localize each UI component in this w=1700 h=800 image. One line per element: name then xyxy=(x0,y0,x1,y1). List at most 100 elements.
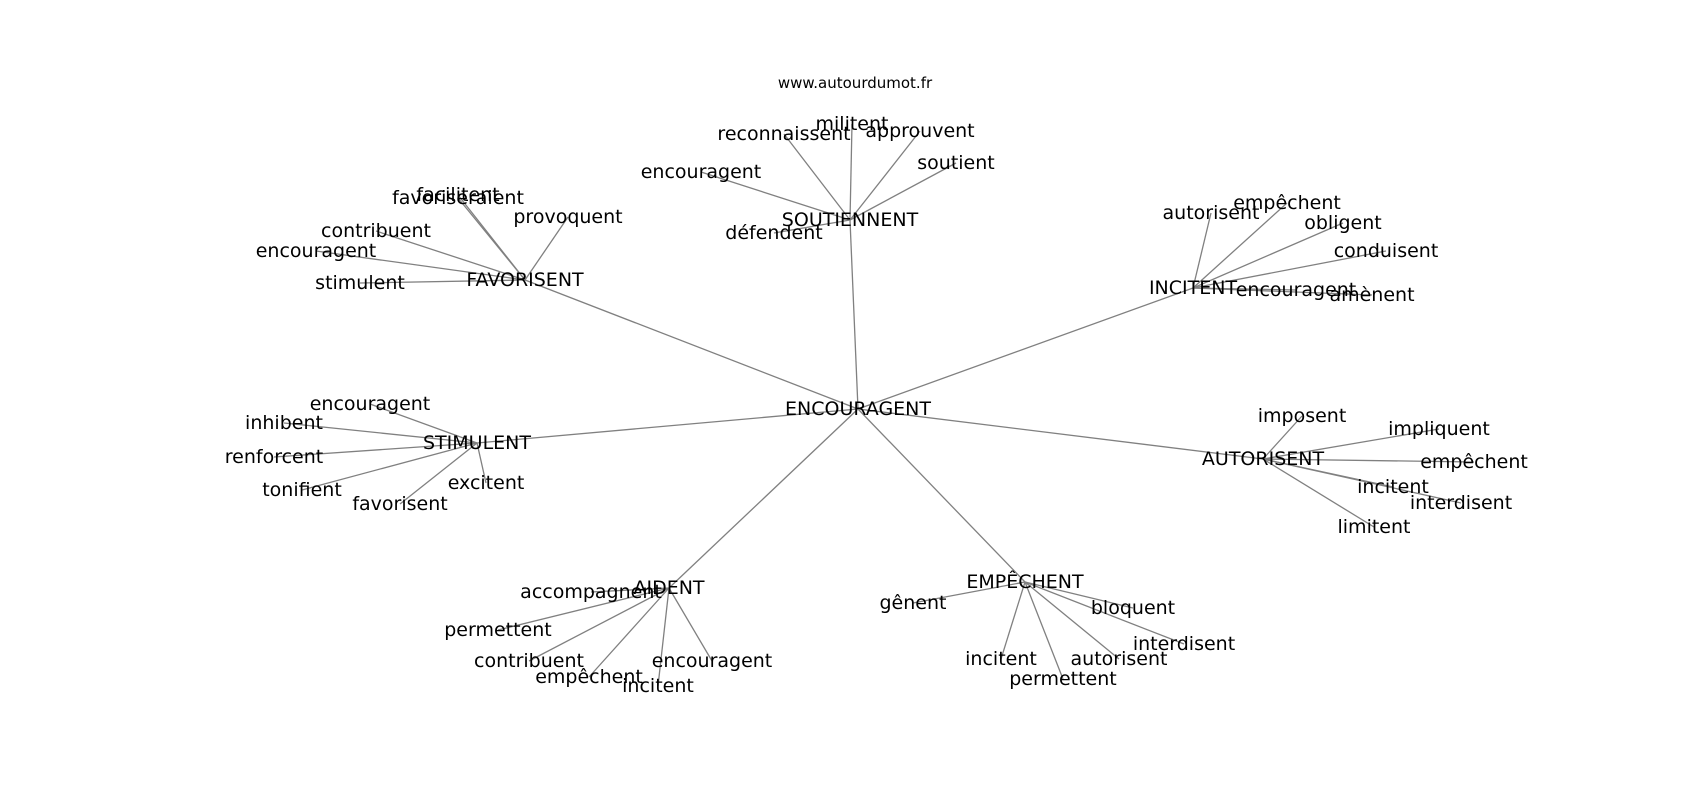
edge-favorisent-1 xyxy=(457,194,526,281)
edge-soutiennent-1 xyxy=(849,123,853,221)
edge-stimulent-5 xyxy=(476,442,487,484)
leaf-node-stimulent[interactable]: favorisent xyxy=(352,493,447,515)
leaf-node-aident[interactable]: encouragent xyxy=(652,650,773,672)
edge-aident-2 xyxy=(528,587,670,662)
edge-autorisent-1 xyxy=(1262,428,1440,460)
leaf-node-autorisent[interactable]: empêchent xyxy=(1420,451,1528,473)
site-url[interactable]: www.autourdumot.fr xyxy=(778,74,933,92)
edge-incitent-1 xyxy=(1192,202,1288,289)
edge-stimulent-1 xyxy=(283,422,478,444)
leaf-node-empechent[interactable]: bloquent xyxy=(1091,597,1175,619)
hub-node-empechent[interactable]: EMPÊCHENT xyxy=(966,570,1084,593)
edge-incitent-2 xyxy=(1192,222,1344,289)
leaf-node-autorisent[interactable]: limitent xyxy=(1338,516,1411,538)
edge-aident-3 xyxy=(588,587,670,678)
leaf-node-favorisent[interactable]: favoriseraient xyxy=(392,187,524,209)
leaf-node-incitent[interactable]: encouragent xyxy=(1236,279,1357,301)
hub-node-favorisent[interactable]: FAVORISENT xyxy=(466,269,584,291)
edge-stimulent-2 xyxy=(273,442,478,458)
leaf-node-incitent[interactable]: empêchent xyxy=(1233,192,1341,214)
edge-autorisent-4 xyxy=(1262,458,1462,504)
leaf-node-aident[interactable]: permettent xyxy=(444,619,552,641)
leaf-node-stimulent[interactable]: excitent xyxy=(448,472,525,494)
leaf-node-favorisent[interactable]: facilitent xyxy=(416,184,499,206)
leaf-node-favorisent[interactable]: contribuent xyxy=(321,220,431,242)
edge-center-favorisent xyxy=(524,279,859,410)
edge-favorisent-3 xyxy=(375,230,526,281)
edge-stimulent-4 xyxy=(399,442,478,505)
graph-labels: ENCOURAGENT FAVORISENT favoriseraientfacil… xyxy=(225,113,1528,697)
edge-autorisent-5 xyxy=(1262,458,1375,528)
leaf-node-autorisent[interactable]: interdisent xyxy=(1410,492,1512,514)
leaf-node-soutiennent[interactable]: approuvent xyxy=(865,120,974,142)
edge-soutiennent-2 xyxy=(849,130,921,221)
hub-node-incitent[interactable]: INCITENT xyxy=(1149,277,1238,299)
edge-empechent-3 xyxy=(1024,581,1120,660)
hub-node-autorisent[interactable]: AUTORISENT xyxy=(1202,448,1325,470)
edge-center-empechent xyxy=(857,408,1026,583)
leaf-node-autorisent[interactable]: impliquent xyxy=(1388,418,1490,440)
leaf-node-aident[interactable]: accompagnent xyxy=(520,581,662,603)
edge-center-incitent xyxy=(857,287,1194,410)
edge-empechent-0 xyxy=(912,581,1026,604)
edge-autorisent-0 xyxy=(1262,415,1303,460)
edge-center-stimulent xyxy=(476,408,859,444)
edge-aident-5 xyxy=(668,587,713,662)
leaf-node-stimulent[interactable]: tonifient xyxy=(262,479,342,501)
edge-incitent-3 xyxy=(1192,250,1387,289)
edge-empechent-1 xyxy=(1024,581,1134,609)
hub-node-stimulent[interactable]: STIMULENT xyxy=(423,432,531,454)
edge-soutiennent-4 xyxy=(700,171,851,221)
leaf-node-soutiennent[interactable]: militent xyxy=(816,113,889,135)
leaf-node-incitent[interactable]: autorisent xyxy=(1163,202,1260,224)
leaf-node-empechent[interactable]: permettent xyxy=(1009,668,1117,690)
edge-aident-0 xyxy=(590,587,670,593)
leaf-node-autorisent[interactable]: incitent xyxy=(1357,476,1429,498)
leaf-node-stimulent[interactable]: encouragent xyxy=(310,393,431,415)
leaf-node-aident[interactable]: empêchent xyxy=(535,666,643,688)
edge-soutiennent-3 xyxy=(849,162,957,221)
leaf-node-empechent[interactable]: autorisent xyxy=(1071,648,1168,670)
edge-center-aident xyxy=(668,408,859,589)
hub-node-aident[interactable]: AIDENT xyxy=(633,577,704,599)
edge-center-autorisent xyxy=(857,408,1264,460)
leaf-node-empechent[interactable]: incitent xyxy=(965,648,1037,670)
edge-favorisent-5 xyxy=(359,279,526,284)
edge-empechent-2 xyxy=(1024,581,1185,645)
edge-soutiennent-0 xyxy=(783,133,851,221)
graph-edges xyxy=(273,123,1475,687)
leaf-node-soutiennent[interactable]: soutient xyxy=(917,152,994,174)
edge-empechent-4 xyxy=(1024,581,1064,680)
leaf-node-empechent[interactable]: interdisent xyxy=(1133,633,1235,655)
leaf-node-favorisent[interactable]: encouragent xyxy=(256,240,377,262)
edge-empechent-5 xyxy=(1000,581,1026,660)
edge-incitent-0 xyxy=(1192,212,1212,289)
edge-stimulent-3 xyxy=(301,442,478,491)
leaf-node-soutiennent[interactable]: reconnaissent xyxy=(717,123,850,145)
edge-favorisent-4 xyxy=(315,250,526,281)
leaf-node-incitent[interactable]: conduisent xyxy=(1334,240,1439,262)
edge-soutiennent-5 xyxy=(773,219,851,234)
edge-autorisent-2 xyxy=(1262,458,1475,463)
leaf-node-incitent[interactable]: obligent xyxy=(1304,212,1381,234)
leaf-node-aident[interactable]: contribuent xyxy=(474,650,584,672)
leaf-node-aident[interactable]: incitent xyxy=(622,675,694,697)
leaf-node-stimulent[interactable]: renforcent xyxy=(225,446,323,468)
edge-favorisent-2 xyxy=(524,216,569,281)
edge-center-soutiennent xyxy=(849,219,859,410)
edge-aident-4 xyxy=(657,587,670,687)
leaf-node-soutiennent[interactable]: encouragent xyxy=(641,161,762,183)
edge-aident-1 xyxy=(497,587,670,631)
center-node[interactable]: ENCOURAGENT xyxy=(785,398,931,420)
leaf-node-stimulent[interactable]: inhibent xyxy=(245,412,323,434)
edge-stimulent-0 xyxy=(369,403,478,444)
leaf-node-favorisent[interactable]: stimulent xyxy=(315,272,405,294)
leaf-node-autorisent[interactable]: imposent xyxy=(1258,405,1347,427)
hub-node-soutiennent[interactable]: SOUTIENNENT xyxy=(782,209,919,231)
leaf-node-favorisent[interactable]: provoquent xyxy=(513,206,622,228)
leaf-node-incitent[interactable]: amènent xyxy=(1329,284,1414,306)
leaf-node-empechent[interactable]: gênent xyxy=(880,592,947,614)
leaf-node-soutiennent[interactable]: défendent xyxy=(725,222,822,244)
edge-incitent-5 xyxy=(1192,287,1373,296)
